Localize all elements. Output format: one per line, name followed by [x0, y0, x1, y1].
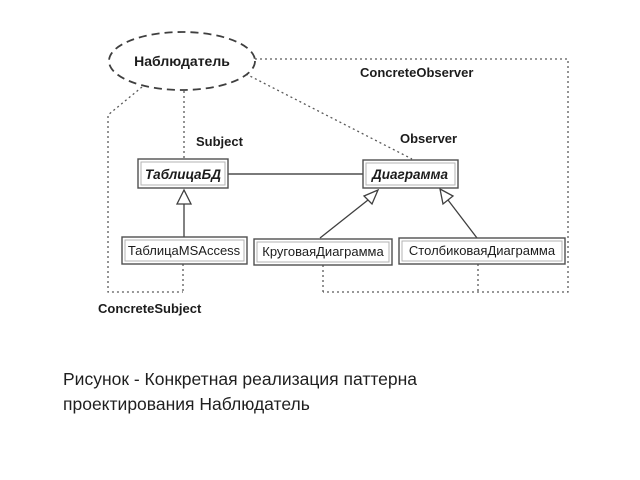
class-label-diagram: Диаграмма: [371, 167, 448, 182]
class-box-diagram: [362, 159, 459, 189]
class-boxes: ТаблицаБД Диаграмма ТаблицаMSAccess Круг…: [121, 158, 566, 266]
class-box-pie-diagram: [253, 238, 393, 266]
pie-generalization-line: [319, 199, 369, 239]
figure-caption-line1: Рисунок - Конкретная реализация паттерна: [63, 369, 418, 389]
package-label-concrete-subject: ConcreteSubject: [98, 301, 202, 316]
package-boundaries: [107, 58, 569, 293]
bar-generalization-line: [447, 199, 478, 239]
class-box-msaccess-inner: [124, 239, 245, 262]
class-box-diagram-inner: [365, 162, 456, 186]
role-label-subject: Subject: [196, 134, 244, 149]
concrete-observer-boundary: [255, 58, 569, 293]
class-box-pie-diagram-inner: [256, 241, 390, 263]
observer-pattern-ellipse: [108, 31, 256, 91]
class-box-bar-diagram-inner: [401, 240, 563, 262]
class-label-tabledb: ТаблицаБД: [145, 167, 221, 182]
msaccess-generalization-arrowhead: [175, 188, 193, 205]
bar-generalization-arrowhead: [439, 187, 455, 206]
pie-generalization-arrowhead: [362, 188, 380, 206]
role-label-observer: Observer: [400, 131, 457, 146]
class-label-bar-diagram: СтолбиковаяДиаграмма: [409, 243, 556, 258]
class-box-msaccess: [121, 236, 248, 265]
class-box-bar-diagram: [398, 237, 566, 265]
observer-pattern-label: Наблюдатель: [134, 53, 230, 69]
package-label-concrete-observer: ConcreteObserver: [360, 65, 473, 80]
ellipse-to-diagram-dotted-line: [245, 73, 413, 160]
figure-caption: Рисунок - Конкретная реализация паттерна…: [63, 367, 523, 417]
figure-caption-line2: проектирования Наблюдатель: [63, 394, 310, 414]
class-box-tabledb-inner: [140, 161, 226, 186]
class-label-pie-diagram: КруговаяДиаграмма: [262, 244, 384, 259]
observer-pattern-diagram: Наблюдатель ТаблицаБД Диаграмма: [98, 31, 569, 316]
class-label-msaccess: ТаблицаMSAccess: [128, 243, 241, 258]
class-box-tabledb: [137, 158, 229, 189]
